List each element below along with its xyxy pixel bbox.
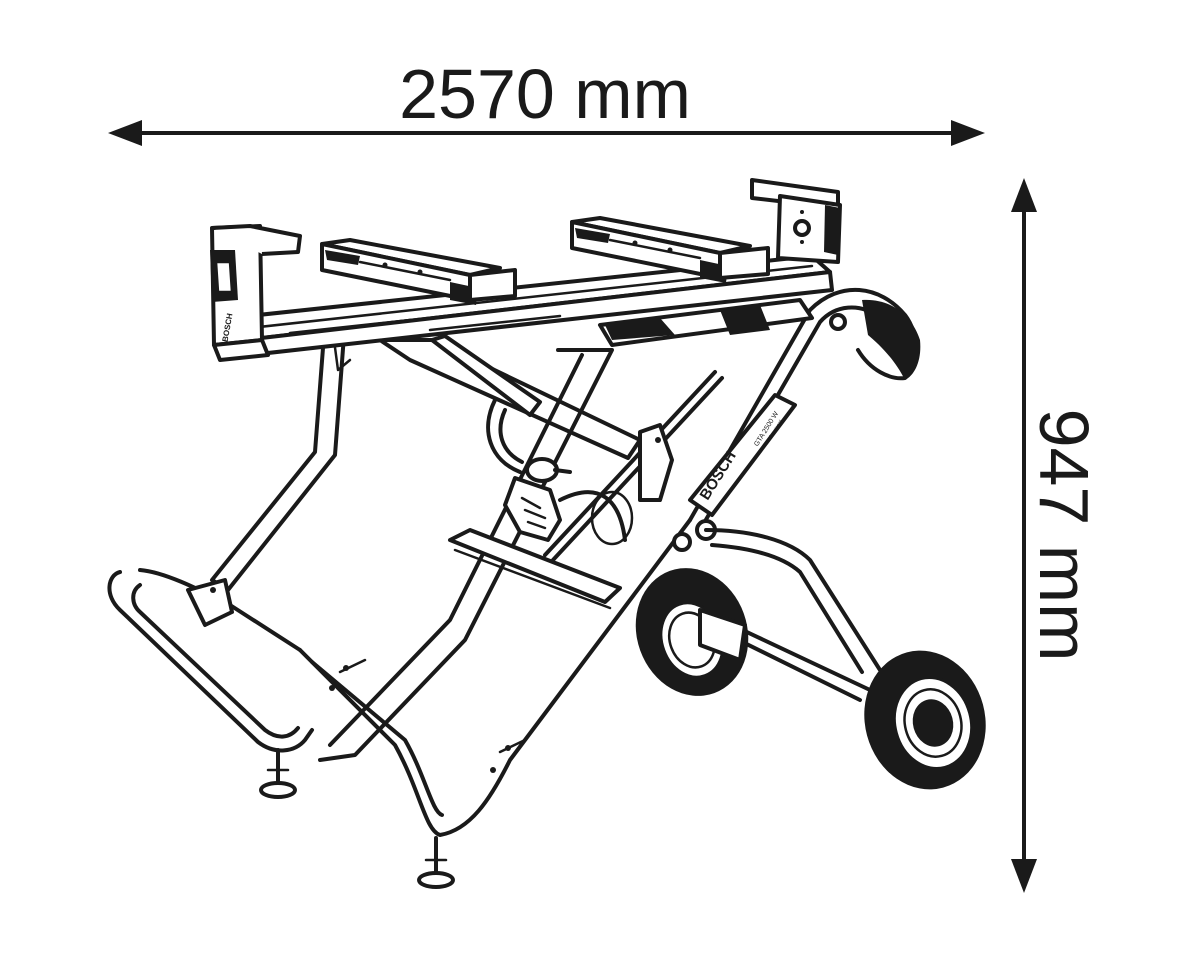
brand-plate <box>688 393 797 517</box>
main-rail <box>228 254 834 357</box>
wheel-support-arm <box>704 528 882 672</box>
end-stop-right <box>750 178 842 264</box>
front-main-leg <box>318 348 614 762</box>
pivot-bracket <box>638 423 674 502</box>
locking-mechanism <box>503 370 724 562</box>
leveling-foot-center <box>417 836 455 889</box>
saw-stand-illustration: BOSCH GTA 2500 W Professional <box>107 178 986 889</box>
left-rear-leg <box>210 320 347 592</box>
leveling-foot-left <box>259 748 297 799</box>
width-arrow-right-icon <box>951 120 985 146</box>
height-dimension: 947 mm <box>1011 178 1103 893</box>
height-arrow-top-icon <box>1011 178 1037 212</box>
material-support-right <box>570 216 770 283</box>
width-dimension: 2570 mm <box>108 55 985 146</box>
lower-tray <box>448 528 622 604</box>
center-cross-brace <box>378 338 642 460</box>
width-dimension-label: 2570 mm <box>399 55 691 133</box>
rail-bracket-under <box>605 318 675 340</box>
height-arrow-bottom-icon <box>1011 859 1037 893</box>
width-arrow-left-icon <box>108 120 142 146</box>
material-support-left <box>320 238 517 305</box>
wheel-front <box>864 650 986 790</box>
height-dimension-label: 947 mm <box>1025 409 1103 662</box>
left-base-loop <box>107 570 314 753</box>
end-stop-left: BOSCH <box>210 224 302 362</box>
